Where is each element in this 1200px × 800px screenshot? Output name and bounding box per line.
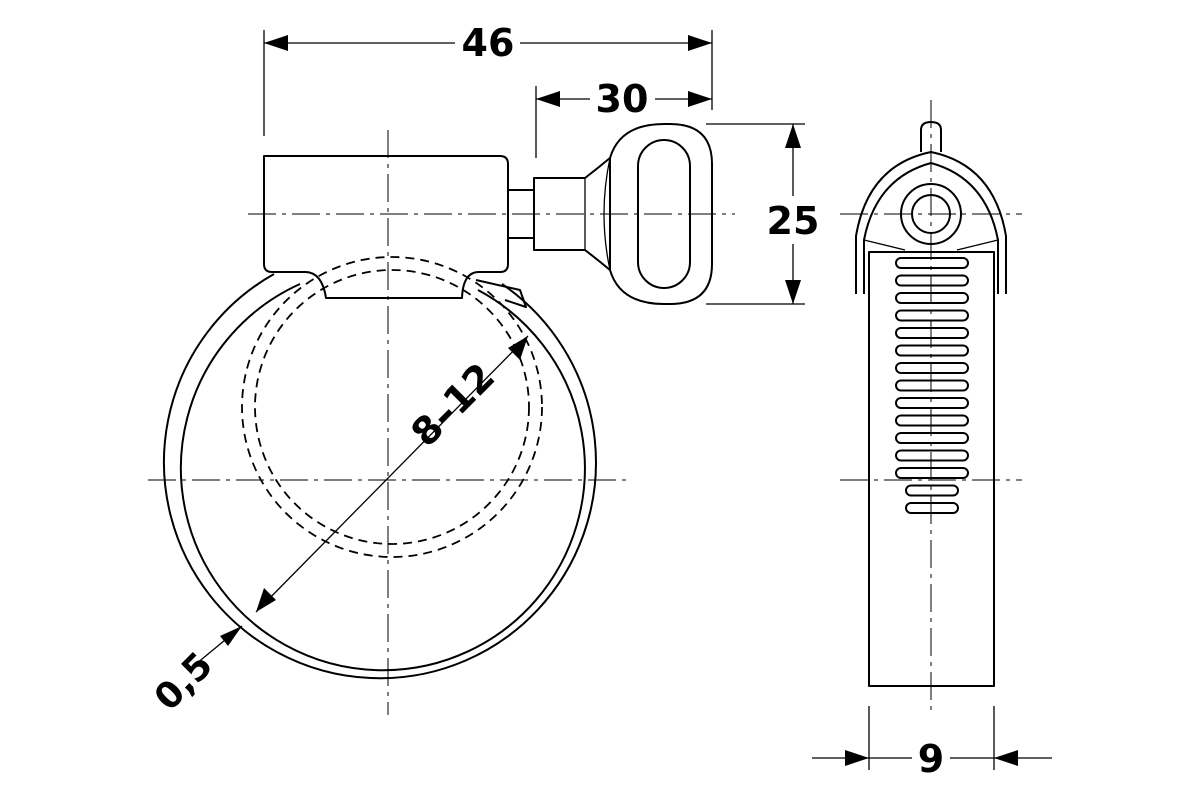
band-slot	[895, 344, 969, 357]
band-slot	[895, 257, 969, 269]
dim-band-width: 9	[918, 737, 944, 781]
band-slot	[895, 274, 969, 287]
screw-housing	[263, 155, 509, 299]
min-diameter-hidden-inner	[254, 269, 530, 545]
front-view	[162, 123, 713, 680]
dim-band-thickness: 0,5	[147, 645, 221, 719]
band-slot	[905, 502, 959, 514]
side-band	[868, 251, 995, 687]
screw-tip	[920, 121, 942, 152]
side-bracket-outer	[855, 151, 1007, 294]
min-diameter-hidden-outer	[241, 256, 543, 558]
screw-end-inner	[911, 194, 951, 234]
band-slot	[895, 327, 969, 339]
center-lines	[148, 100, 1022, 715]
band-slot	[895, 397, 969, 409]
screw-end-outer	[900, 183, 962, 245]
band-slot	[895, 292, 969, 304]
dim-diameter-range: 8–12	[402, 354, 503, 455]
side-bracket-inner	[863, 162, 999, 294]
band-slot	[895, 379, 969, 392]
band-tongue	[475, 279, 527, 308]
wing-head	[609, 123, 713, 305]
wing-head-slot	[637, 139, 691, 289]
band-slot	[895, 309, 969, 322]
band-slot	[895, 467, 969, 479]
dim-screw-head-height: 25	[767, 199, 820, 243]
band-perforations	[895, 257, 969, 514]
clamp-band-outer	[162, 273, 597, 680]
band-slot	[895, 362, 969, 374]
band-slot	[895, 414, 969, 427]
dim-overall-width: 46	[462, 21, 515, 65]
band-slot	[905, 484, 959, 497]
dimensions: 46 30 25 8–12 0,5 9	[147, 21, 1052, 781]
band-slot	[895, 449, 969, 462]
side-view	[855, 121, 1007, 687]
clamp-band-inner	[179, 283, 586, 672]
dim-screw-head-width: 30	[596, 77, 649, 121]
band-slot	[895, 432, 969, 444]
